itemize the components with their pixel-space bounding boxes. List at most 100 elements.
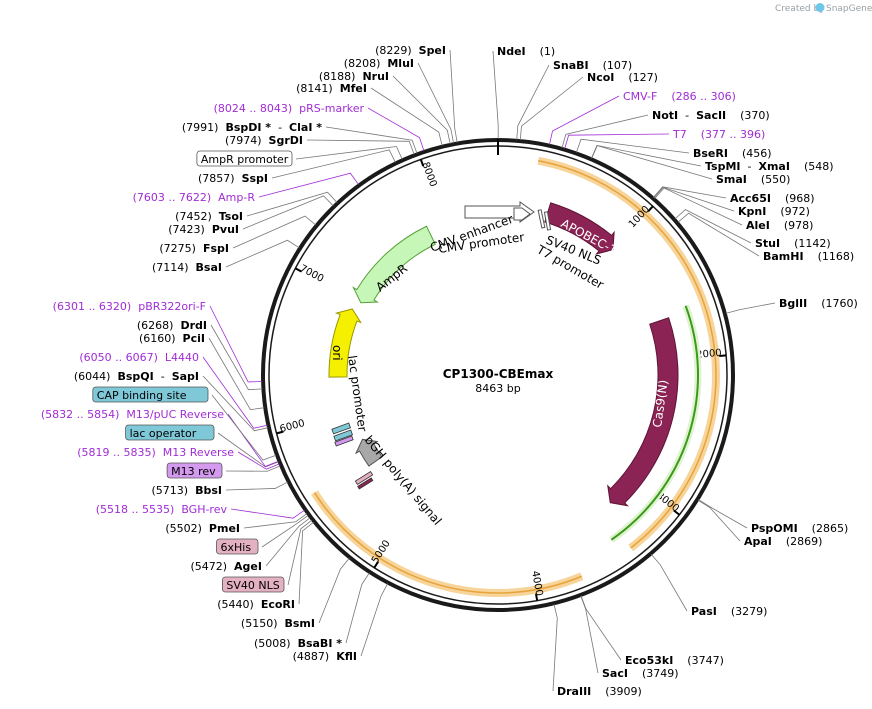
leader-ecori [298,521,314,605]
leader-pvui [242,195,334,230]
feature-label-bgh: bGH poly(A) signal [362,433,445,528]
site-label-drdi: (6268) DrdI [137,319,207,332]
feature-label-lac-promoter: lac promoter [345,354,370,432]
credit-brand: SnapGene [826,4,872,14]
feature-box-cap [92,386,209,403]
leader-mlui [417,62,454,144]
tick-mark [419,159,425,167]
site-label-bglii: BglII (1760) [779,297,858,310]
feature-box-m13rev [166,462,223,479]
site-label-cmvf: CMV-F (286 .. 306) [623,90,736,103]
leader-sgrdi [306,139,415,155]
site-label-prs: (8024 .. 8043) pRS-marker [214,102,365,115]
feature-box-label-lacop: lac operator [130,427,197,440]
plasmid-name: CP1300-CBEmax [443,367,554,381]
site-label-kfli: (4887) KflI [293,650,357,663]
leader-bspdi [325,126,418,154]
leader-bsai [225,239,300,268]
feature-box-label-6xhis: 6xHis [221,541,252,554]
feature-box-lacop [125,424,215,441]
leader-lacop [217,432,279,468]
leader-amprprom [295,146,403,160]
tick-mark [673,509,681,516]
site-label-draiii: DraIII (3909) [557,685,642,698]
leader-ampr [258,172,359,198]
site-label-eco53ki: Eco53kI (3747) [625,654,724,667]
leader-pmei [243,513,308,529]
feature-arrow-cas9 [607,317,679,507]
tick-label: 8000 [419,161,438,189]
leader-6xhis [261,514,309,548]
site-label-ncoi: NcoI (127) [587,71,658,84]
tick-label: 6000 [279,418,306,435]
feature-box-6xhis [216,538,259,555]
site-label-snabi: SnaBI (107) [553,59,632,72]
site-label-bseri: BseRI (456) [693,147,772,160]
feature-box-label-sv40nls: SV40 NLS [226,579,279,592]
feature-label-ori: ori [330,345,344,361]
site-label-bbsi: (5713) BbsI [152,484,222,497]
site-label-sspi: (7857) SspI [198,172,268,185]
leader-prs [367,107,425,152]
feature-box-label-cap: CAP binding site [97,389,187,402]
site-label-bghrev: (5518 .. 5535) BGH-rev [96,503,228,516]
credit-created-by: Created by [775,4,825,14]
leader-alei [654,187,743,226]
cap-site-glyph [331,422,351,435]
feature-arrow-ori [328,308,362,378]
leader-kpni [653,186,735,212]
site-label-bsabi: (5008) BsaBI * [254,637,342,650]
site-label-t7: T7 (377 .. 396) [672,128,765,141]
site-label-acc65i: Acc65I (968) [730,192,815,205]
site-label-sgrdi: (7974) SgrDI [225,134,303,147]
site-label-bspqi: (6044) BspQI - SapI [74,370,199,383]
snapgene-logo: SnapGene [815,3,872,14]
feature-arrow-bgh [354,438,383,467]
tick-mark [719,354,727,357]
leader-nrui [392,75,451,144]
site-label-nrui: (8188) NruI [319,70,389,83]
site-label-stui: StuI (1142) [755,237,831,250]
site-label-bsmi: (5150) BsmI [241,617,315,630]
site-label-smai: SmaI (550) [716,173,790,186]
site-label-pvui: (7423) PvuI [168,223,239,236]
leader-bamhi [677,212,760,257]
site-label-apai: ApaI (2869) [744,535,822,548]
sv40-nls-block [537,209,546,229]
leader-sspi [271,149,396,179]
feature-box-sv40nls [221,576,285,593]
site-label-pmei: (5502) PmeI [165,522,240,535]
feature-arrow-amprf [352,225,436,304]
site-label-kpni: KpnI (972) [738,205,810,218]
leader-ndei [492,50,499,140]
lac-region-glyphs [331,422,374,490]
leader-stui [674,209,752,244]
tick-mark [373,561,379,569]
tick-label: 4000 [529,570,544,597]
leader-l4440 [202,356,268,429]
cmv-promoter-arrow [513,207,531,221]
leader-bbsi [225,481,288,491]
leader-pbr322 [209,305,263,383]
leader-drdi [210,324,263,391]
t7-promoter-block [543,211,552,231]
leader-snabi [516,64,550,140]
green-orf-line [610,305,699,541]
leader-mfei [370,87,443,146]
leader-cap [211,394,277,461]
feature-box-label-amprprom: AmpR promoter [201,153,289,166]
site-label-alei: AleI (978) [746,219,813,232]
tick-label: 2000 [696,348,722,361]
site-label-pbr322: (6301 .. 6320) pBR322ori-F [53,300,206,313]
site-label-fspi: (7275) FspI [159,242,229,255]
tick-label: 7000 [298,263,326,285]
site-label-pspomi: PspOMI (2865) [751,522,848,535]
leader-tsoi [246,191,338,217]
leader-cmvf [549,95,620,145]
site-label-bamhi: BamHI (1168) [763,250,854,263]
sv40-nls-glyph [354,470,374,486]
leader-pasi [651,554,688,612]
site-label-tspmi: TspMI - XmaI (548) [705,160,834,173]
m13-rev-glyph [334,435,354,447]
